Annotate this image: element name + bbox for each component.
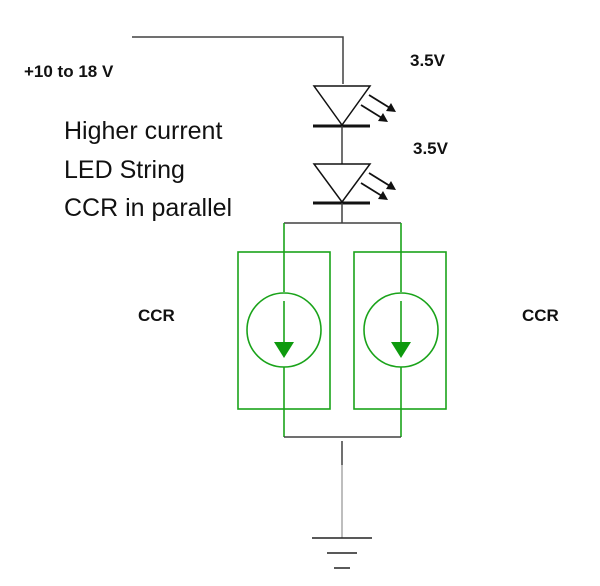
led-1-emission-arrows-icon bbox=[360, 94, 396, 122]
ccr-left bbox=[237, 223, 331, 437]
led-2-triangle bbox=[312, 163, 372, 204]
current-arrow-left-icon bbox=[274, 342, 294, 358]
led-1 bbox=[312, 85, 396, 128]
description-line-1: Higher current bbox=[64, 117, 222, 145]
ccr-right bbox=[353, 223, 447, 437]
ccr-left-label: CCR bbox=[138, 306, 175, 325]
ccr-right-package bbox=[353, 251, 447, 410]
supply-voltage-label: +10 to 18 V bbox=[24, 62, 114, 81]
current-arrow-right-icon bbox=[391, 342, 411, 358]
led-1-triangle bbox=[312, 85, 372, 127]
description-line-3: CCR in parallel bbox=[64, 194, 232, 222]
led-2-emission-arrows-icon bbox=[360, 172, 396, 200]
ccr-right-label: CCR bbox=[522, 306, 559, 325]
led-1-voltage-label: 3.5V bbox=[410, 51, 446, 70]
ground-icon bbox=[312, 537, 372, 569]
description-line-2: LED String bbox=[64, 156, 185, 184]
led-2-voltage-label: 3.5V bbox=[413, 139, 449, 158]
supply-wire bbox=[132, 36, 344, 84]
led-2 bbox=[312, 163, 396, 205]
